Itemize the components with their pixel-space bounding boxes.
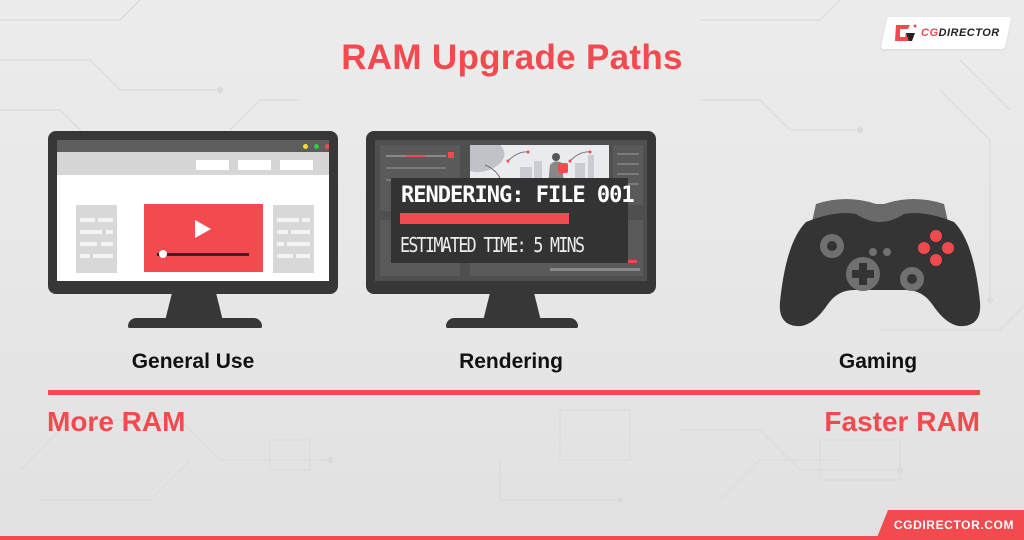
render-progress-bar	[400, 213, 569, 224]
game-controller-icon	[779, 199, 981, 327]
video-progress-bar	[157, 250, 249, 258]
window-titlebar	[57, 140, 329, 152]
video-player-monitor-icon	[48, 131, 338, 294]
render-status-overlay: RENDERING: FILE 001 ESTIMATED TIME: 5 MI…	[391, 178, 635, 263]
bottom-accent-strip	[0, 536, 1024, 540]
left-text-column	[76, 205, 117, 273]
progress-knob	[159, 250, 167, 258]
site-footer-link[interactable]: CGDIRECTOR.COM	[876, 510, 1024, 540]
close-dot-icon	[325, 143, 329, 149]
monitor-base	[128, 318, 262, 328]
category-label-rendering: Rendering	[459, 350, 563, 373]
more-ram-label: More RAM	[47, 406, 186, 437]
layers-panel	[613, 145, 643, 205]
faster-ram-label: Faster RAM	[824, 406, 980, 437]
play-icon	[195, 220, 211, 238]
render-estimate: ESTIMATED TIME: 5 MINS	[400, 233, 585, 257]
maximize-dot-icon	[314, 143, 319, 149]
nav-pill	[280, 160, 313, 170]
monitor-base	[446, 318, 578, 328]
minimize-dot-icon	[303, 143, 308, 149]
monitor-stand	[165, 293, 223, 321]
category-label-general-use: General Use	[131, 350, 255, 373]
cg-logo-icon	[894, 24, 917, 41]
logo-text: CGDIRECTOR	[920, 27, 1000, 39]
video-player	[144, 204, 263, 272]
monitor-stand	[483, 293, 541, 321]
category-label-gaming: Gaming	[838, 350, 918, 373]
right-text-column	[273, 205, 314, 273]
nav-pill	[196, 160, 229, 170]
nav-pill	[238, 160, 271, 170]
cgdirector-logo[interactable]: CGDIRECTOR	[880, 17, 1012, 49]
render-title: RENDERING: FILE 001	[401, 183, 635, 208]
page-title: RAM Upgrade Paths	[341, 38, 683, 77]
browser-window	[57, 140, 329, 281]
spectrum-divider	[48, 390, 980, 395]
browser-header	[57, 152, 329, 175]
